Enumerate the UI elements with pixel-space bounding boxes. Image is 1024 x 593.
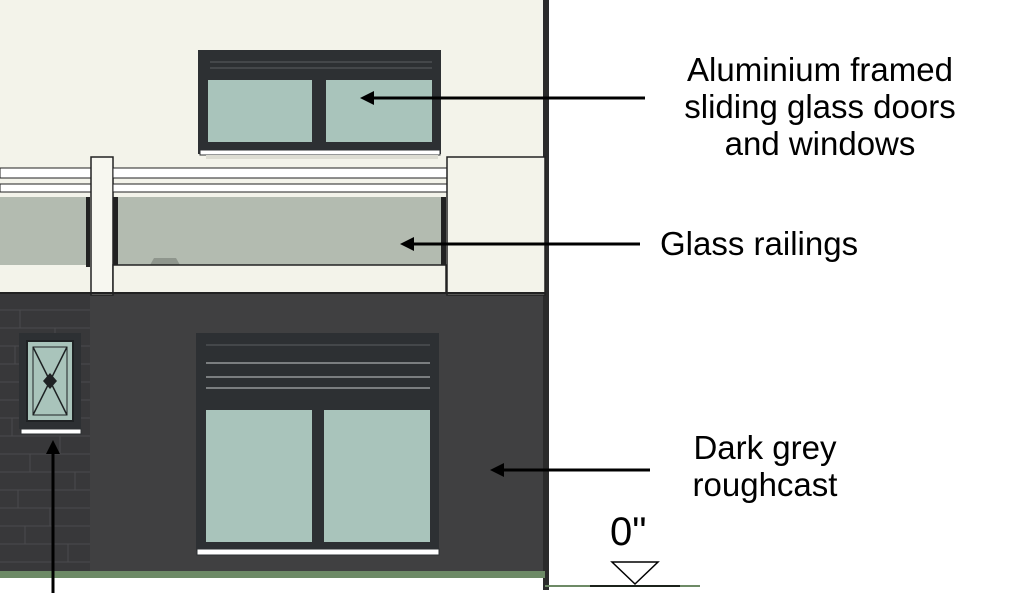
roughcast-label-line-1: Dark grey bbox=[693, 429, 837, 466]
lower-sliding-doors bbox=[196, 333, 440, 556]
glass-railing bbox=[0, 156, 546, 296]
doors-windows-label: Aluminium framed sliding glass doors and… bbox=[660, 51, 980, 163]
arrow-icon bbox=[46, 440, 60, 593]
ground-line bbox=[0, 571, 545, 578]
roughcast-label-line-2: roughcast bbox=[692, 465, 838, 503]
arrow-icon bbox=[360, 91, 645, 105]
small-window bbox=[19, 333, 82, 435]
wall-edge bbox=[543, 0, 549, 590]
doors-label-line-2: sliding glass doors bbox=[684, 87, 956, 125]
arrow-icon bbox=[490, 463, 650, 477]
upper-sliding-window bbox=[198, 50, 441, 159]
arrow-icon bbox=[400, 237, 640, 251]
level-label: 0" bbox=[610, 510, 647, 554]
doors-label-line-3: and windows bbox=[724, 124, 916, 162]
doors-label-line-1: Aluminium framed bbox=[687, 51, 953, 88]
level-marker-icon bbox=[590, 561, 680, 587]
roughcast-label: Dark grey roughcast bbox=[660, 429, 870, 504]
glass-railings-label: Glass railings bbox=[660, 225, 859, 262]
